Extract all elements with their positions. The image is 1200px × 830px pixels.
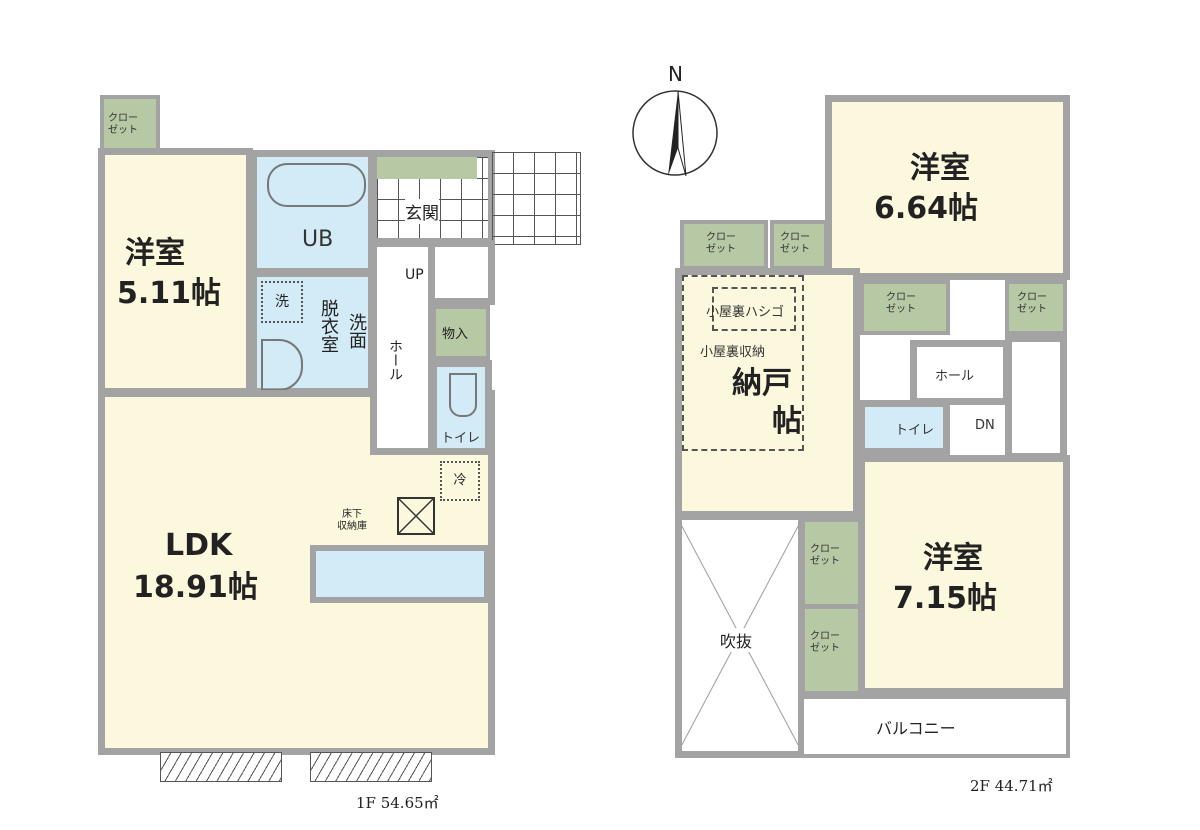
storeroom: 小屋裏ハシゴ 小屋裏収納 納戸 帖 — [675, 268, 860, 518]
washroom: 洗 脱衣室 洗面 — [250, 270, 375, 395]
bedroom-label: 洋室 — [125, 236, 185, 271]
stairs-down-label: DN — [975, 418, 995, 433]
storage: 物入 — [432, 305, 490, 360]
washer-space: 洗 — [261, 281, 303, 323]
closet-2f-d: クロー ゼット — [1005, 280, 1067, 335]
hall-2f: ホール — [910, 340, 1010, 405]
void: 吹抜 — [675, 513, 805, 758]
closet-2f-f: クロー ゼット — [800, 605, 862, 695]
balcony: バルコニー — [800, 695, 1070, 758]
entrance: 玄関 — [370, 150, 495, 245]
bathtub-icon — [267, 163, 366, 207]
attic-outline — [682, 275, 804, 451]
north-label: N — [668, 62, 683, 86]
toilet-2f: トイレ — [858, 400, 950, 455]
kitchen-counter — [310, 545, 490, 603]
attic-ladder-outline — [712, 287, 796, 331]
stairs-1f — [428, 240, 495, 305]
closet-2f-c: クロー ゼット — [860, 280, 950, 335]
bedroom-2f-b: 洋室 7.15帖 — [858, 455, 1070, 695]
toilet-icon — [449, 373, 477, 417]
hall-1f: UP ホール — [370, 240, 435, 455]
compass-icon — [632, 90, 718, 177]
closet-2f-e: クロー ゼット — [800, 518, 862, 608]
underfloor-hatch — [397, 497, 435, 535]
porch — [492, 152, 581, 245]
closet-1f: クロー ゼット — [100, 95, 160, 153]
bedroom-1f: 洋室 5.11帖 — [98, 148, 253, 395]
stairs-2f — [1005, 335, 1067, 460]
deck-left — [160, 752, 282, 782]
floor-1-area: 1F 54.65㎡ — [356, 794, 439, 812]
bedroom-size: 5.11帖 — [117, 276, 222, 311]
closet-2f-b: クロー ゼット — [770, 220, 828, 270]
floor-2-area: 2F 44.71㎡ — [970, 777, 1053, 795]
shoe-cabinet — [377, 157, 477, 179]
fridge-space: 冷 — [440, 461, 480, 501]
toilet-1f: トイレ — [430, 360, 492, 455]
bathroom: UB — [250, 150, 375, 275]
deck-right — [310, 752, 432, 782]
closet-2f-a: クロー ゼット — [680, 220, 768, 270]
bedroom-2f-a: 洋室 6.64帖 — [825, 95, 1070, 280]
sink-icon — [261, 339, 303, 391]
